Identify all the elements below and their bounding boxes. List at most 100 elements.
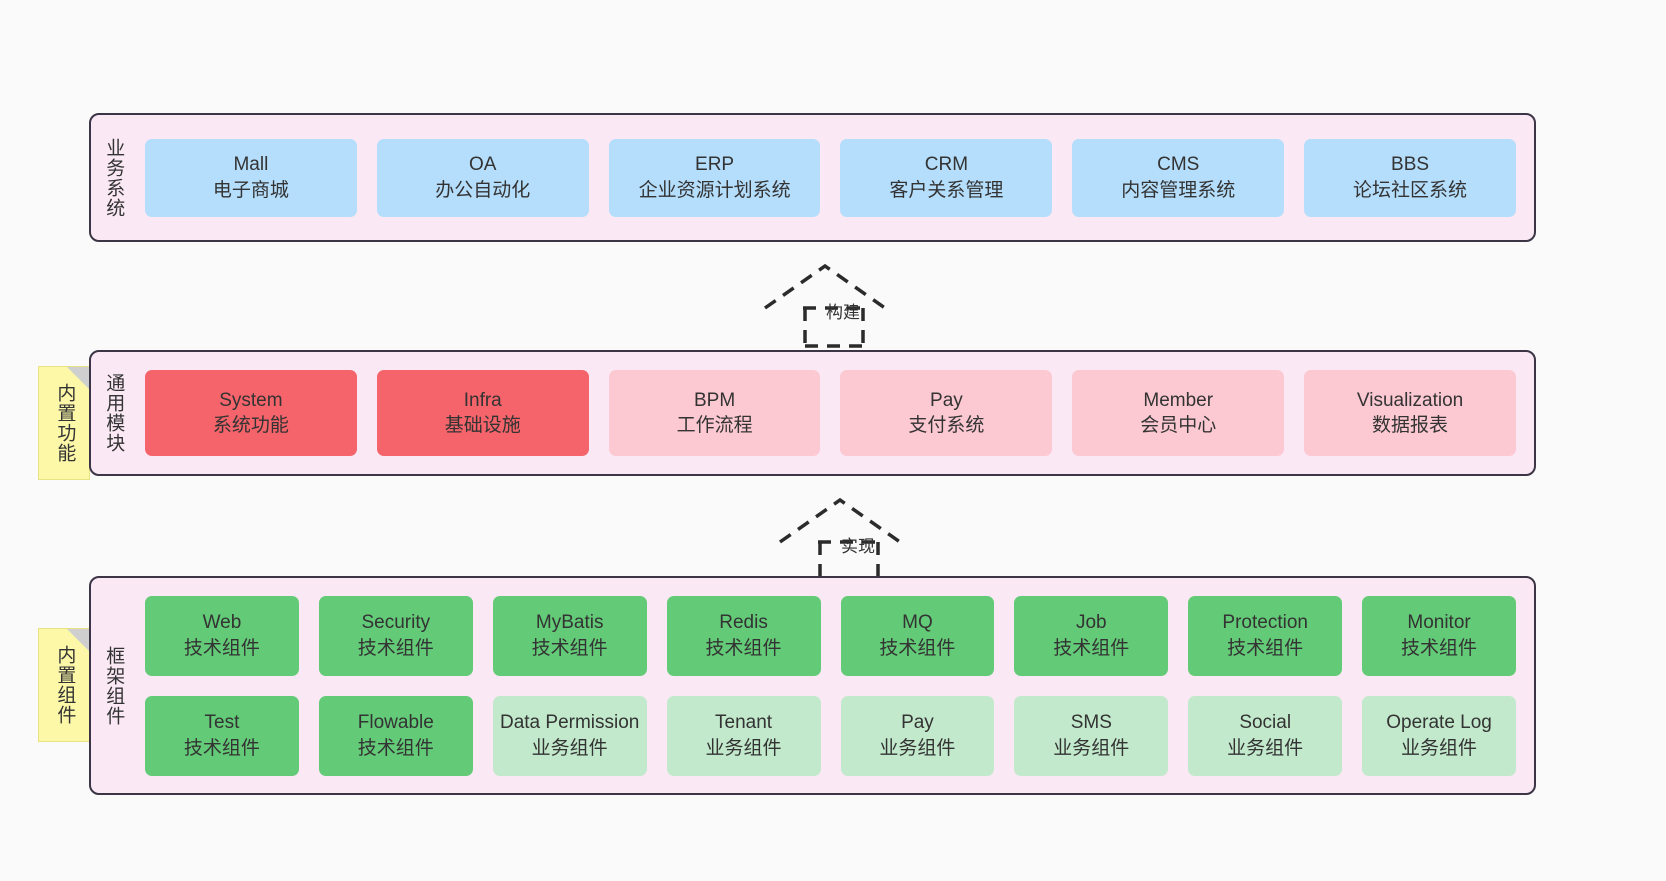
node-subtitle: 基础设施 xyxy=(444,415,521,436)
node-mq[interactable]: MQ 技术组件 xyxy=(840,595,995,676)
node-subtitle: 业务组件 xyxy=(1401,737,1478,759)
layer-body-business-systems: Mall 电子商城 OA 办公自动化 ERP 企业资源计划系统 CRM 客户关系… xyxy=(135,115,1534,240)
node-bbs[interactable]: BBS 论坛社区系统 xyxy=(1304,138,1516,217)
note-builtin-features[interactable]: 内置功能 xyxy=(38,366,90,480)
note-label: 内置功能 xyxy=(54,383,76,463)
node-title: MyBatis xyxy=(535,612,604,634)
connector-implement-arrow xyxy=(778,497,902,582)
node-mall[interactable]: Mall 电子商城 xyxy=(145,138,357,217)
node-subtitle: 工作流程 xyxy=(676,415,753,436)
layer-title-framework-components: 框架组件 xyxy=(103,645,125,726)
connector-build: 构建 xyxy=(755,258,915,348)
layer-body-framework-components: Web 技术组件 Security 技术组件 MyBatis 技术组件 Redi… xyxy=(135,578,1534,793)
node-bpm[interactable]: BPM 工作流程 xyxy=(608,370,821,456)
node-subtitle: 企业资源计划系统 xyxy=(638,179,791,201)
node-subtitle: 技术组件 xyxy=(1401,637,1478,659)
node-subtitle: 技术组件 xyxy=(357,737,434,759)
node-job[interactable]: Job 技术组件 xyxy=(1014,595,1169,676)
node-mybatis[interactable]: MyBatis 技术组件 xyxy=(492,595,647,676)
node-subtitle: 论坛社区系统 xyxy=(1353,179,1468,201)
node-title: Mall xyxy=(233,154,269,176)
node-subtitle: 客户关系管理 xyxy=(889,179,1004,201)
node-title: ERP xyxy=(695,154,735,176)
note-fold-corner-icon xyxy=(67,367,89,389)
row: Test 技术组件 Flowable 技术组件 Data Permission … xyxy=(145,695,1516,776)
note-fold-corner-icon xyxy=(67,629,89,651)
node-subtitle: 会员中心 xyxy=(1140,415,1217,436)
node-title: BBS xyxy=(1391,154,1430,176)
node-title: Data Permission xyxy=(499,712,640,734)
node-title: Security xyxy=(361,612,431,634)
row: Mall 电子商城 OA 办公自动化 ERP 企业资源计划系统 CRM 客户关系… xyxy=(145,138,1516,217)
node-title: Web xyxy=(202,612,242,634)
node-infra[interactable]: Infra 基础设施 xyxy=(376,370,589,456)
node-subtitle: 电子商城 xyxy=(212,179,289,201)
node-title: Protection xyxy=(1222,612,1308,634)
node-flowable[interactable]: Flowable 技术组件 xyxy=(318,695,473,776)
connector-build-arrow xyxy=(763,263,887,348)
node-member[interactable]: Member 会员中心 xyxy=(1072,370,1285,456)
note-builtin-components[interactable]: 内置组件 xyxy=(38,628,90,742)
row: System 系统功能 Infra 基础设施 BPM 工作流程 Pay 支付系统… xyxy=(145,370,1516,456)
layer-body-common-modules: System 系统功能 Infra 基础设施 BPM 工作流程 Pay 支付系统… xyxy=(135,352,1534,474)
node-security[interactable]: Security 技术组件 xyxy=(318,595,473,676)
node-oa[interactable]: OA 办公自动化 xyxy=(376,138,589,217)
node-subtitle: 业务组件 xyxy=(531,737,608,759)
node-title: SMS xyxy=(1070,712,1112,734)
node-subtitle: 技术组件 xyxy=(705,637,782,659)
node-title: Infra xyxy=(463,389,502,411)
node-social[interactable]: Social 业务组件 xyxy=(1188,695,1343,776)
connector-implement: 实现 xyxy=(770,492,930,582)
node-subtitle: 数据报表 xyxy=(1372,415,1449,436)
node-subtitle: 内容管理系统 xyxy=(1121,179,1236,201)
note-label: 内置组件 xyxy=(54,645,76,725)
node-erp[interactable]: ERP 企业资源计划系统 xyxy=(608,138,821,217)
node-title: Visualization xyxy=(1356,389,1464,411)
node-title: Social xyxy=(1239,712,1292,734)
node-subtitle: 业务组件 xyxy=(879,737,956,759)
node-protection[interactable]: Protection 技术组件 xyxy=(1188,595,1343,676)
node-subtitle: 技术组件 xyxy=(357,637,434,659)
node-subtitle: 技术组件 xyxy=(1227,637,1304,659)
layer-title-common-modules: 通用模块 xyxy=(103,373,125,453)
node-crm[interactable]: CRM 客户关系管理 xyxy=(840,138,1053,217)
node-subtitle: 技术组件 xyxy=(183,737,260,759)
row: Web 技术组件 Security 技术组件 MyBatis 技术组件 Redi… xyxy=(145,595,1516,676)
node-title: Monitor xyxy=(1407,612,1471,634)
node-subtitle: 技术组件 xyxy=(1053,637,1130,659)
node-data-permission[interactable]: Data Permission 业务组件 xyxy=(492,695,647,776)
node-visualization[interactable]: Visualization 数据报表 xyxy=(1304,370,1516,456)
node-title: Member xyxy=(1143,389,1214,411)
node-title: MQ xyxy=(902,612,933,634)
node-title: Test xyxy=(204,712,240,734)
layer-common-modules[interactable]: 通用模块 System 系统功能 Infra 基础设施 BPM 工作流程 Pay… xyxy=(89,350,1536,476)
node-pay-module[interactable]: Pay 支付系统 xyxy=(840,370,1053,456)
node-operate-log[interactable]: Operate Log 业务组件 xyxy=(1362,695,1516,776)
node-subtitle: 技术组件 xyxy=(879,637,956,659)
node-title: CRM xyxy=(924,154,969,176)
node-title: Job xyxy=(1075,612,1107,634)
node-subtitle: 技术组件 xyxy=(531,637,608,659)
node-sms[interactable]: SMS 业务组件 xyxy=(1014,695,1169,776)
node-monitor[interactable]: Monitor 技术组件 xyxy=(1362,595,1516,676)
node-title: Pay xyxy=(901,712,934,734)
node-title: Operate Log xyxy=(1386,712,1492,734)
node-title: System xyxy=(219,389,283,411)
node-pay-component[interactable]: Pay 业务组件 xyxy=(840,695,995,776)
node-title: CMS xyxy=(1157,154,1200,176)
node-subtitle: 业务组件 xyxy=(1227,737,1304,759)
node-tenant[interactable]: Tenant 业务组件 xyxy=(666,695,821,776)
layer-business-systems[interactable]: 业务系统 Mall 电子商城 OA 办公自动化 ERP 企业资源计划系统 CRM… xyxy=(89,113,1536,242)
node-test[interactable]: Test 技术组件 xyxy=(145,695,299,776)
node-title: BPM xyxy=(693,389,736,411)
node-title: Pay xyxy=(930,389,963,411)
node-web[interactable]: Web 技术组件 xyxy=(145,595,299,676)
node-subtitle: 业务组件 xyxy=(1053,737,1130,759)
layer-framework-components[interactable]: 框架组件 Web 技术组件 Security 技术组件 MyBatis 技术组件… xyxy=(89,576,1536,795)
node-system[interactable]: System 系统功能 xyxy=(145,370,357,456)
node-title: Tenant xyxy=(715,712,773,734)
node-redis[interactable]: Redis 技术组件 xyxy=(666,595,821,676)
layer-title-business-systems: 业务系统 xyxy=(103,137,125,218)
node-subtitle: 支付系统 xyxy=(908,415,985,436)
node-cms[interactable]: CMS 内容管理系统 xyxy=(1072,138,1285,217)
